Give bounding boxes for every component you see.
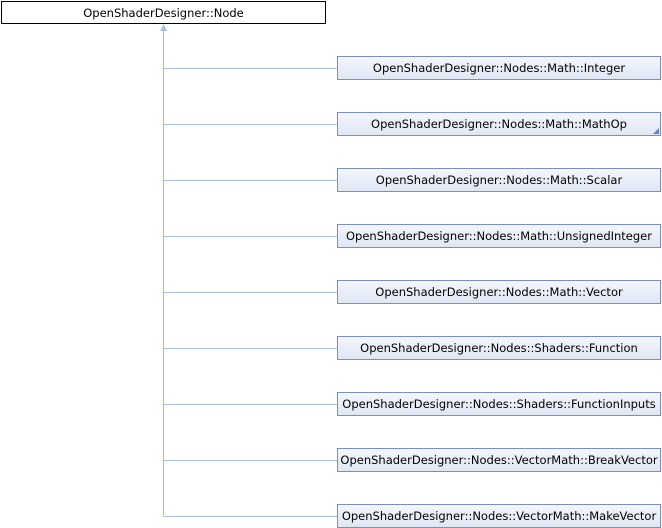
base-class-node[interactable]: OpenShaderDesigner::Node [1, 1, 326, 24]
derived-class-label: OpenShaderDesigner::Nodes::VectorMath::B… [340, 453, 658, 467]
derived-class-label: OpenShaderDesigner::Nodes::Math::Scalar [375, 173, 623, 187]
derived-class-node[interactable]: OpenShaderDesigner::Nodes::Math::MathOp [337, 112, 661, 136]
derived-class-label: OpenShaderDesigner::Nodes::Math::Unsigne… [345, 229, 652, 243]
derived-class-node[interactable]: OpenShaderDesigner::Nodes::Math::Vector [337, 280, 661, 304]
derived-class-label: OpenShaderDesigner::Nodes::Math::Integer [372, 61, 626, 75]
derived-class-label: OpenShaderDesigner::Nodes::Math::Vector [375, 285, 623, 299]
derived-class-label: OpenShaderDesigner::Nodes::Shaders::Func… [342, 397, 656, 411]
derived-class-node[interactable]: OpenShaderDesigner::Nodes::Math::Integer [337, 56, 661, 80]
derived-class-label: OpenShaderDesigner::Nodes::Shaders::Func… [360, 341, 638, 355]
has-subclasses-corner-icon [653, 128, 659, 134]
derived-class-node[interactable]: OpenShaderDesigner::Nodes::Math::Scalar [337, 168, 661, 192]
derived-class-label: OpenShaderDesigner::Nodes::VectorMath::M… [341, 509, 657, 523]
derived-class-node[interactable]: OpenShaderDesigner::Nodes::Math::Unsigne… [337, 224, 661, 248]
inheritance-arrow-head [160, 24, 167, 31]
derived-class-node[interactable]: OpenShaderDesigner::Nodes::VectorMath::M… [337, 504, 661, 528]
derived-class-node[interactable]: OpenShaderDesigner::Nodes::Shaders::Func… [337, 336, 661, 360]
derived-class-label: OpenShaderDesigner::Nodes::Math::MathOp [371, 117, 627, 131]
derived-class-node[interactable]: OpenShaderDesigner::Nodes::Shaders::Func… [337, 392, 661, 416]
derived-class-node[interactable]: OpenShaderDesigner::Nodes::VectorMath::B… [337, 448, 661, 472]
